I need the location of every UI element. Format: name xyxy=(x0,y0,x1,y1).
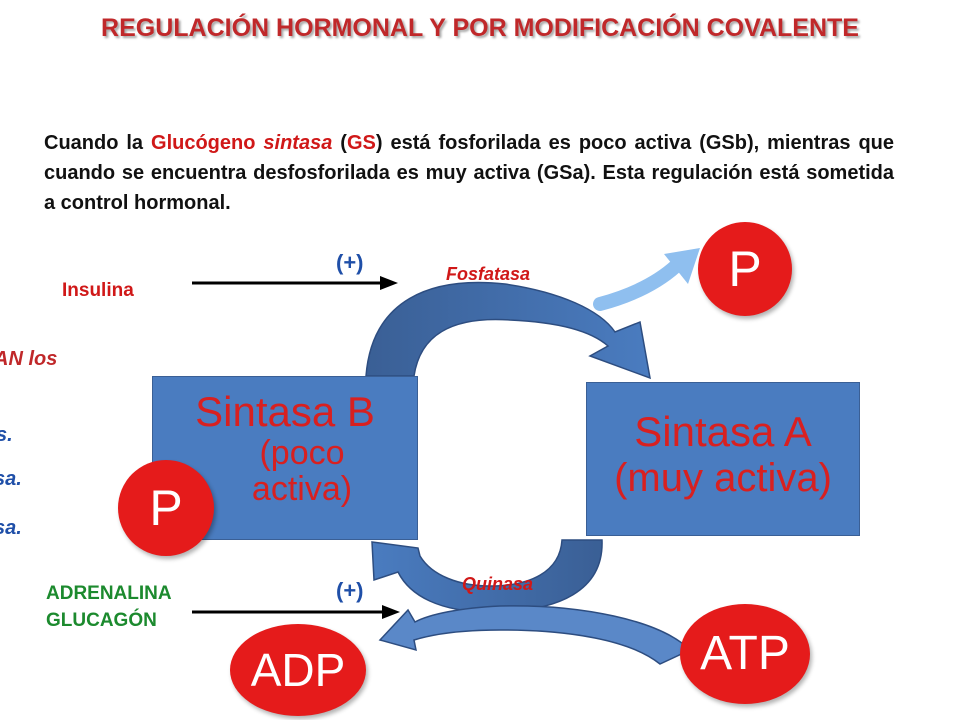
adp-circle: ADP xyxy=(230,624,366,716)
plus-top-label: (+) xyxy=(336,250,364,275)
sintasa-b-line2: (poco xyxy=(259,434,345,472)
intro-text-1: Cuando la xyxy=(44,132,152,154)
cut-fragment-2: s. xyxy=(0,424,13,446)
sintasa-a-line2: (muy activa) xyxy=(614,456,832,500)
adrenalina-label: ADRENALINA xyxy=(46,583,172,604)
adrenalina-arrowhead xyxy=(382,605,400,619)
hormone-labels: ADRENALINA GLUCAGÓN xyxy=(46,580,172,634)
quinasa-label: Quinasa xyxy=(462,574,534,594)
cut-fragment-1: AN los xyxy=(0,348,58,370)
plus-bottom-label: (+) xyxy=(336,578,364,603)
intro-text-paren: ( xyxy=(332,132,347,154)
sintasa-a-box: Sintasa A (muy activa) xyxy=(586,382,860,536)
phosphate-release-arrow xyxy=(593,259,683,311)
cut-fragment-4: sa. xyxy=(0,517,22,539)
phosphate-circle-left: P xyxy=(118,460,214,556)
glucagon-label: GLUCAGÓN xyxy=(46,610,157,631)
page-title: REGULACIÓN HORMONAL Y POR MODIFICACIÓN C… xyxy=(101,14,859,42)
quinasa-curved-arrow xyxy=(371,539,603,613)
intro-text-glucogeno: Glucógeno xyxy=(151,132,264,154)
sintasa-a-title: Sintasa A xyxy=(634,408,812,455)
fosfatasa-label: Fosfatasa xyxy=(446,264,531,284)
fosfatasa-curved-arrow xyxy=(365,281,651,380)
insulina-arrowhead xyxy=(380,276,398,290)
insulina-label: Insulina xyxy=(62,280,134,301)
intro-text-sintasa: sintasa xyxy=(263,132,333,154)
cut-fragment-3: sa. xyxy=(0,468,22,490)
intro-text-gs: GS xyxy=(346,132,376,154)
phosphate-circle-top: P xyxy=(698,222,792,316)
intro-paragraph: Cuando la Glucógeno sintasa (GS) está fo… xyxy=(44,128,894,218)
sintasa-b-box: Sintasa B (poco activa) xyxy=(152,376,418,540)
intro-text-rest: ) está fosforilada es poco activa (GSb),… xyxy=(44,132,894,214)
sintasa-b-line3: activa) xyxy=(251,470,353,508)
atp-adp-curved-arrow xyxy=(378,605,692,665)
atp-circle: ATP xyxy=(680,604,810,704)
sintasa-b-title: Sintasa B xyxy=(195,388,375,435)
